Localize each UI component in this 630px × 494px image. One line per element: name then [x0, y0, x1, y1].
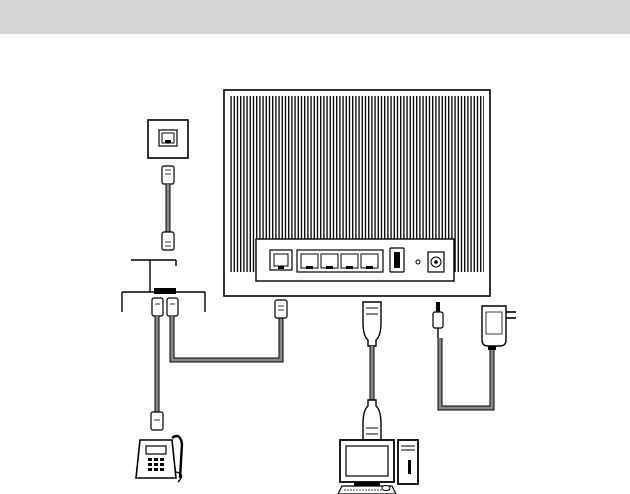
lan-port-1	[301, 254, 318, 269]
lan-port-2	[321, 254, 338, 269]
jack-to-splitter-cable	[162, 166, 174, 250]
power-port	[428, 252, 444, 272]
splitter-to-router-cable	[172, 300, 287, 360]
lan-port-4	[361, 254, 378, 269]
router	[224, 90, 490, 296]
computer	[338, 440, 418, 494]
lan-ports	[297, 250, 383, 272]
router-to-computer-cable	[363, 302, 381, 440]
reset-button	[416, 260, 420, 264]
telephone	[136, 436, 182, 482]
wall-phone-jack	[148, 120, 188, 158]
lan-port-3	[341, 254, 358, 269]
usb-port	[390, 248, 404, 272]
phone-line-port	[270, 250, 292, 270]
power-adapter	[482, 306, 516, 350]
adsl-splitter	[122, 260, 205, 316]
splitter-to-phone-cable	[151, 316, 163, 430]
